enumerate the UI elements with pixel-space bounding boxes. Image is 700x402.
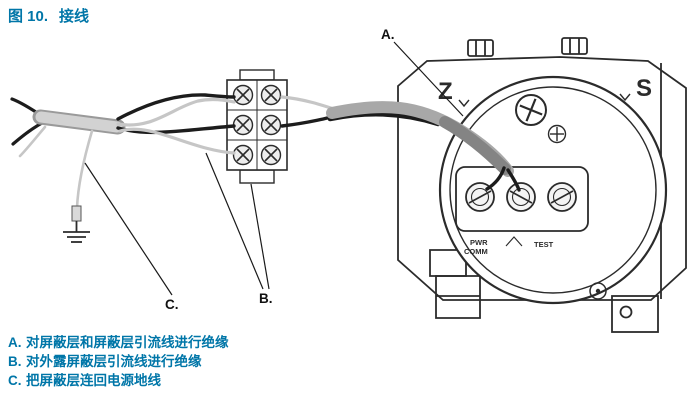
- power-terminal-block: PWR COMM TEST: [455, 166, 589, 256]
- legend-item-c: C. 把屏蔽层连回电源地线: [8, 371, 229, 390]
- label-bracket-icon: [505, 236, 523, 247]
- face-setscrew-icon: [589, 282, 607, 300]
- legend-key-c: C.: [8, 373, 22, 388]
- legend-key-b: B.: [8, 354, 22, 369]
- legend-item-b: B. 对外露屏蔽层引流线进行绝缘: [8, 352, 229, 371]
- terminal-screws: [465, 182, 577, 212]
- shielded-cable-dark-segment: [439, 116, 511, 175]
- legend-text-c: 把屏蔽层连回电源地线: [26, 373, 161, 388]
- z-chevron-icon: [458, 99, 470, 108]
- figure-number: 图 10.: [8, 8, 49, 25]
- ground-connection: [63, 129, 94, 243]
- housing-top-bolts: [467, 37, 588, 57]
- legend-item-a: A. 对屏蔽层和屏蔽层引流线进行绝缘: [8, 333, 229, 352]
- junction-terminal-strip: [226, 69, 288, 184]
- callout-lines: [84, 41, 464, 296]
- callout-a: A.: [381, 27, 395, 42]
- mounting-flange-right: [611, 295, 659, 333]
- ground-symbol-icon: [63, 221, 90, 243]
- figure-title: 图 10. 接线: [8, 5, 89, 26]
- label-test: TEST: [534, 240, 554, 249]
- label-pwr: PWR: [470, 238, 488, 247]
- housing-body: [397, 56, 687, 301]
- cover-screw-icon: [515, 94, 547, 126]
- transmitter-housing: [397, 37, 687, 333]
- legend-text-b: 对外露屏蔽层引流线进行绝缘: [26, 354, 202, 369]
- legend: A. 对屏蔽层和屏蔽层引流线进行绝缘 B. 对外露屏蔽层引流线进行绝缘 C. 把屏蔽层…: [8, 333, 229, 390]
- s-chevron-icon: [619, 93, 631, 102]
- legend-key-a: A.: [8, 335, 22, 350]
- field-wiring: [10, 93, 521, 192]
- figure-caption: 接线: [59, 8, 90, 25]
- housing-mark-s: S: [636, 75, 652, 102]
- label-comm: COMM: [464, 247, 488, 256]
- internal-ground-screw-icon: [547, 124, 567, 144]
- callout-c: C.: [165, 297, 179, 312]
- callout-b: B.: [259, 291, 273, 306]
- legend-text-a: 对屏蔽层和屏蔽层引流线进行绝缘: [26, 335, 229, 350]
- housing-mark-z: Z: [438, 78, 453, 105]
- conduit-entry-left: [429, 249, 481, 319]
